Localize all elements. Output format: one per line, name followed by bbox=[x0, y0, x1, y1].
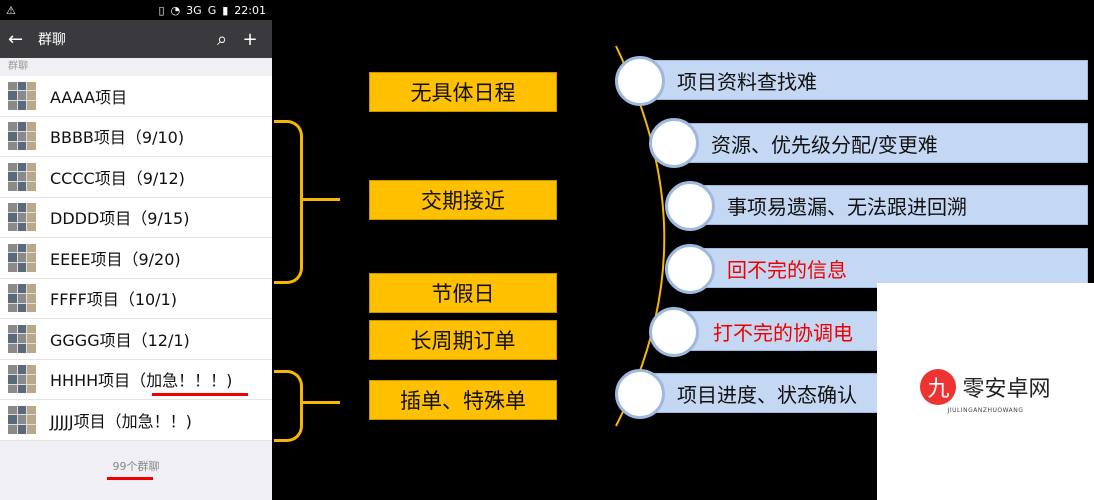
cause-box: 交期接近 bbox=[369, 180, 557, 220]
group-avatar bbox=[8, 122, 36, 151]
group-avatar bbox=[8, 324, 36, 353]
clock: 22:01 bbox=[234, 3, 266, 17]
bracket-lower-tip bbox=[300, 401, 340, 404]
group-avatar bbox=[8, 284, 36, 313]
site-logo-icon: 九 bbox=[920, 369, 957, 405]
group-name: GGGG项目（12/1) bbox=[50, 330, 190, 350]
group-name: CCCC项目（9/12) bbox=[50, 168, 185, 188]
list-item[interactable]: AAAA项目 bbox=[0, 76, 272, 117]
group-avatar bbox=[8, 405, 36, 434]
section-label: 群聊 bbox=[0, 58, 272, 76]
bracket-upper bbox=[274, 120, 303, 284]
group-name: AAAA项目 bbox=[50, 87, 128, 107]
back-arrow-icon[interactable]: ← bbox=[8, 28, 24, 50]
group-avatar bbox=[8, 365, 36, 394]
notification-icon: ⚠ bbox=[6, 3, 16, 17]
bullet-circle bbox=[665, 181, 715, 231]
bullet-circle bbox=[665, 244, 715, 294]
page-title: 群聊 bbox=[38, 32, 66, 48]
bullet-circle bbox=[649, 307, 699, 357]
site-subtitle: JIULINGANZHUOWANG bbox=[947, 407, 1024, 414]
list-item[interactable]: GGGG项目（12/1) bbox=[0, 319, 272, 360]
bracket-upper-tip bbox=[300, 198, 340, 201]
list-item[interactable]: JJJJJ项目（加急！！) bbox=[0, 400, 272, 441]
bracket-lower bbox=[274, 370, 303, 442]
highlight-underline bbox=[152, 393, 248, 396]
list-item[interactable]: FFFF项目（10/1) bbox=[0, 279, 272, 319]
wifi-icon: ◔ bbox=[170, 3, 181, 17]
issue-text: 项目进度、状态确认 bbox=[677, 382, 857, 407]
issue-bar: 回不完的信息 bbox=[690, 248, 1088, 288]
group-avatar bbox=[8, 203, 36, 232]
group-name: DDDD项目（9/15) bbox=[50, 209, 190, 229]
list-item[interactable]: DDDD项目（9/15) bbox=[0, 198, 272, 238]
group-name: HHHH项目（加急！！！) bbox=[50, 371, 233, 391]
bullet-circle bbox=[615, 56, 665, 106]
add-icon[interactable]: + bbox=[242, 28, 258, 50]
issue-bar: 项目资料查找难 bbox=[638, 60, 1088, 100]
cause-box: 节假日 bbox=[369, 273, 557, 313]
signal-g-label: G bbox=[207, 3, 217, 17]
group-count-footer: 99个群聊 bbox=[0, 443, 272, 500]
battery-icon: ▮ bbox=[222, 3, 229, 17]
group-avatar bbox=[8, 81, 36, 110]
app-navbar: ← 群聊 ⌕ + bbox=[0, 20, 272, 58]
issue-text: 项目资料查找难 bbox=[677, 69, 817, 94]
phone-screen: ⚠ ▯ ◔ 3G G ▮ 22:01 ← 群聊 ⌕ + 群聊 AAAA项目 BB… bbox=[0, 0, 272, 500]
highlight-underline bbox=[107, 477, 153, 480]
group-count: 99个群聊 bbox=[112, 460, 160, 473]
cause-box: 插单、特殊单 bbox=[369, 380, 557, 420]
search-icon[interactable]: ⌕ bbox=[216, 28, 228, 50]
list-item[interactable]: BBBB项目（9/10) bbox=[0, 117, 272, 157]
group-avatar bbox=[8, 162, 36, 191]
group-list: AAAA项目 BBBB项目（9/10) CCCC项目（9/12) DDDD项目（… bbox=[0, 76, 272, 441]
list-item[interactable]: HHHH项目（加急！！！) bbox=[0, 360, 272, 400]
group-name: JJJJJ项目（加急！！) bbox=[50, 411, 192, 431]
list-item[interactable]: EEEE项目（9/20) bbox=[0, 238, 272, 279]
group-name: FFFF项目（10/1) bbox=[50, 290, 177, 310]
issue-text: 打不完的协调电 bbox=[713, 320, 853, 345]
issue-text: 事项易遗漏、无法跟进回溯 bbox=[727, 194, 967, 219]
cause-box: 无具体日程 bbox=[369, 72, 557, 112]
site-watermark: 九 零安卓网 JIULINGANZHUOWANG bbox=[877, 283, 1094, 500]
bullet-circle bbox=[615, 369, 665, 419]
group-name: BBBB项目（9/10) bbox=[50, 128, 185, 148]
site-title: 零安卓网 bbox=[962, 377, 1051, 402]
issue-text: 资源、优先级分配/变更难 bbox=[711, 132, 938, 157]
issue-text: 回不完的信息 bbox=[727, 257, 847, 282]
group-avatar bbox=[8, 243, 36, 272]
issue-bar: 事项易遗漏、无法跟进回溯 bbox=[690, 185, 1088, 225]
list-item[interactable]: CCCC项目（9/12) bbox=[0, 157, 272, 198]
cause-box: 长周期订单 bbox=[369, 320, 557, 360]
group-name: EEEE项目（9/20) bbox=[50, 249, 181, 269]
status-bar: ⚠ ▯ ◔ 3G G ▮ 22:01 bbox=[0, 0, 272, 20]
issue-bar: 资源、优先级分配/变更难 bbox=[672, 123, 1088, 163]
signal-3g-label: 3G bbox=[186, 3, 202, 17]
bullet-circle bbox=[649, 118, 699, 168]
vibrate-icon: ▯ bbox=[158, 3, 165, 17]
